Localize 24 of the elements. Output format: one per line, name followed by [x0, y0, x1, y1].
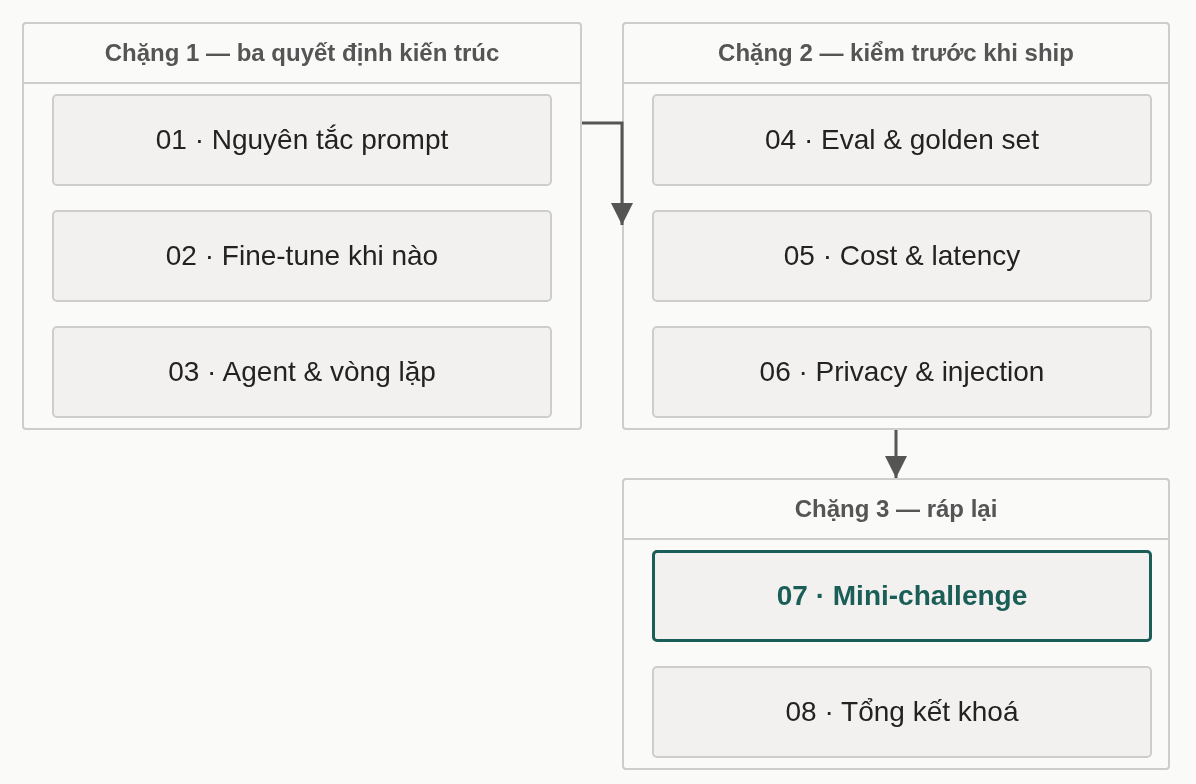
- step-label: 04 · Eval & golden set: [765, 124, 1039, 156]
- group-panel: [22, 22, 582, 430]
- group-heading: Chặng 2 — kiểm trước khi ship: [624, 24, 1168, 84]
- step-label: 03 · Agent & vòng lặp: [168, 356, 436, 388]
- group-heading: Chặng 3 — ráp lại: [624, 480, 1168, 540]
- highlighted-step-box: [652, 550, 1152, 642]
- step-label: 06 · Privacy & injection: [759, 356, 1045, 388]
- arrow: [582, 121, 633, 225]
- step-box: [652, 210, 1152, 302]
- step-label: 05 · Cost & latency: [783, 240, 1021, 272]
- step-box: [52, 326, 552, 418]
- step-box: [52, 210, 552, 302]
- step-box: [652, 326, 1152, 418]
- step-label: 08 · Tổng kết khoá: [785, 696, 1019, 728]
- step-label: 07 · Mini-challenge: [776, 580, 1028, 612]
- group-panel: [622, 478, 1170, 770]
- group-panel: [622, 22, 1170, 430]
- step-box: [652, 94, 1152, 186]
- step-label: 02 · Fine-tune khi nào: [165, 240, 439, 272]
- group-heading: Chặng 1 — ba quyết định kiến trúc: [24, 24, 580, 84]
- step-box: [52, 94, 552, 186]
- arrow: [885, 430, 907, 478]
- step-label: 01 · Nguyên tắc prompt: [155, 124, 449, 156]
- step-box: [652, 666, 1152, 758]
